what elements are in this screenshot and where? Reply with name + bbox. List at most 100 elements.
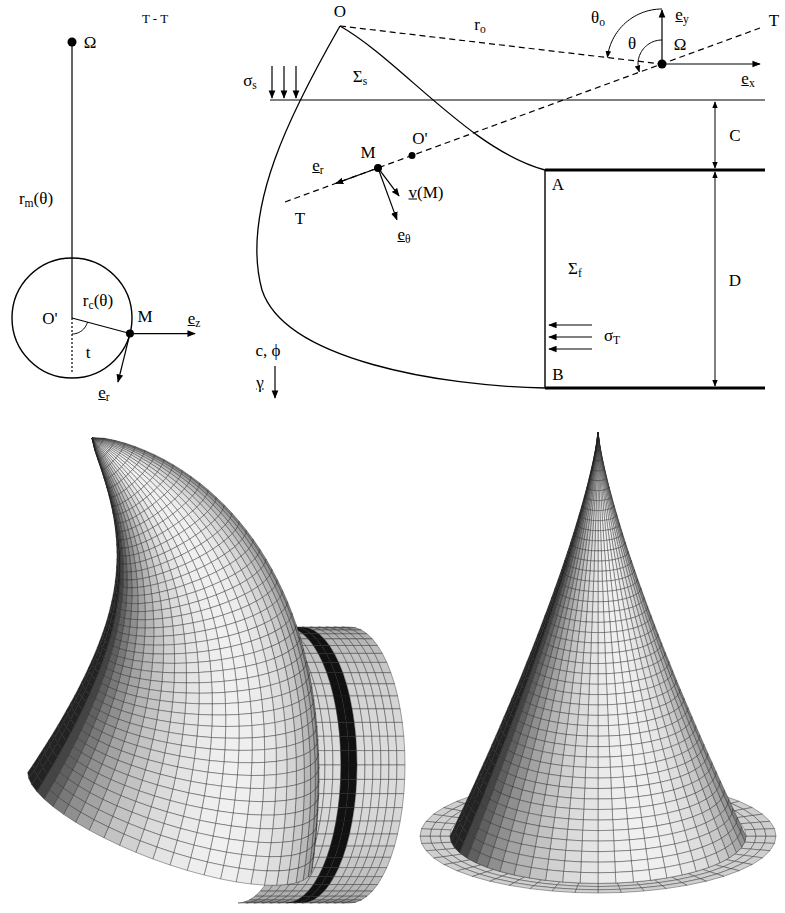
mesh-face xyxy=(575,889,598,893)
mesh-face xyxy=(596,461,597,471)
mesh-face xyxy=(440,836,451,843)
mesh-face xyxy=(592,460,594,470)
mesh-face xyxy=(95,450,99,460)
mesh-face xyxy=(276,760,287,775)
mesh-face xyxy=(260,685,272,699)
mesh-face xyxy=(364,736,373,750)
mesh-face xyxy=(397,751,405,765)
mesh-face xyxy=(600,461,602,471)
mesh-face xyxy=(145,628,154,637)
mesh-face xyxy=(92,438,96,450)
mesh-face xyxy=(250,775,264,788)
mesh-face xyxy=(44,740,50,753)
mesh-face xyxy=(153,601,162,611)
mesh-face xyxy=(96,450,101,460)
mesh-face xyxy=(186,683,199,694)
mesh-face xyxy=(601,460,603,470)
mesh-face xyxy=(602,480,604,490)
mesh-face xyxy=(137,620,145,628)
mesh-face xyxy=(233,655,246,668)
mesh-face xyxy=(101,469,104,479)
mesh-face xyxy=(183,623,195,634)
mesh-face xyxy=(599,441,601,450)
mesh-face xyxy=(173,625,184,636)
mesh-face xyxy=(152,592,161,602)
mesh-face xyxy=(597,432,598,442)
mesh-face xyxy=(595,441,597,450)
mesh-face xyxy=(212,715,226,727)
mesh-face xyxy=(597,432,598,442)
mesh-face xyxy=(246,664,259,678)
mesh-face xyxy=(373,765,381,779)
mesh-face xyxy=(163,635,174,645)
mesh-face xyxy=(136,628,145,637)
mesh-face xyxy=(223,762,238,775)
mesh-face xyxy=(365,751,373,765)
mesh-face xyxy=(131,611,138,619)
mesh-face xyxy=(552,888,576,893)
mesh-face xyxy=(49,732,55,745)
mesh-face xyxy=(585,488,588,498)
mesh-face xyxy=(374,868,387,877)
mesh-face xyxy=(127,588,132,596)
mesh-face xyxy=(597,432,598,441)
mesh-face xyxy=(426,850,443,858)
mesh-face xyxy=(141,662,152,672)
mesh-face xyxy=(262,698,274,712)
mesh-face xyxy=(392,709,402,723)
mesh-face xyxy=(120,571,123,580)
mesh-face xyxy=(745,836,756,843)
mesh-face xyxy=(603,480,605,490)
mesh-face xyxy=(236,775,251,788)
mesh-face xyxy=(226,715,239,727)
mesh-face xyxy=(592,460,594,470)
mesh-face xyxy=(598,432,599,441)
line-drawing xyxy=(12,9,765,398)
mesh-face xyxy=(598,442,599,452)
mesh-face xyxy=(197,651,210,663)
mesh-face xyxy=(597,432,598,441)
mesh-face xyxy=(601,471,603,481)
mesh-face xyxy=(598,432,599,442)
mesh-face xyxy=(129,627,137,636)
mesh-face xyxy=(582,497,585,507)
mesh-face xyxy=(138,603,145,612)
mesh-face xyxy=(28,764,35,778)
mesh-face xyxy=(597,432,599,441)
mesh-face xyxy=(138,587,145,596)
mesh-face xyxy=(102,470,106,480)
tunnel-cylinder xyxy=(238,627,405,903)
mesh-face xyxy=(175,653,187,663)
mesh-face xyxy=(226,839,244,855)
mesh-face xyxy=(104,478,107,488)
mesh-face xyxy=(198,661,211,672)
mesh-face xyxy=(388,736,397,750)
mesh-face xyxy=(349,751,357,765)
mesh-face xyxy=(220,786,236,800)
mesh-face xyxy=(118,555,120,564)
mesh-face xyxy=(333,751,341,765)
mesh-face xyxy=(246,814,261,828)
mesh-face xyxy=(598,432,600,442)
mesh-face xyxy=(127,564,132,572)
mesh-face xyxy=(225,726,239,738)
mesh-face xyxy=(285,799,296,815)
mesh-face xyxy=(592,460,594,470)
mesh-face xyxy=(760,821,774,829)
radius-line xyxy=(72,318,130,334)
mesh-face xyxy=(264,775,277,789)
mesh-face xyxy=(598,451,600,461)
mesh-face xyxy=(131,563,137,572)
mesh-face xyxy=(154,636,164,645)
mesh-face xyxy=(598,442,600,452)
vector-arrow xyxy=(336,168,378,183)
mesh-face xyxy=(249,788,263,801)
mesh-face xyxy=(600,451,602,461)
mesh-face xyxy=(252,724,264,738)
mesh-face xyxy=(271,828,284,843)
mesh-face xyxy=(152,663,164,673)
mesh-face xyxy=(380,779,389,793)
mesh-face xyxy=(341,765,349,779)
mesh-face xyxy=(92,438,96,450)
mesh-face xyxy=(212,681,225,693)
